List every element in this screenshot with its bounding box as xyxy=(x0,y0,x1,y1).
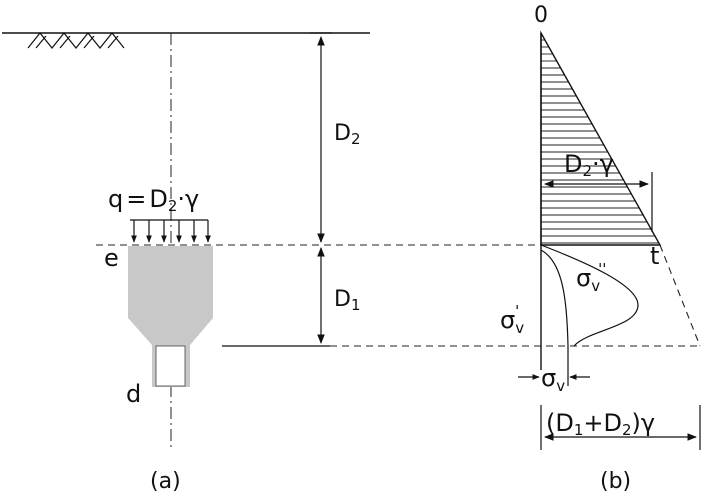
triangle-extension-line xyxy=(659,244,701,347)
dimension-d2-label: D2 xyxy=(334,121,361,148)
sigma-v-double-label: σv'' xyxy=(576,260,606,295)
surcharge-arrows xyxy=(130,219,211,243)
panel-b-caption: (b) xyxy=(600,469,631,494)
pile-body xyxy=(128,246,213,387)
stress-curve-inner xyxy=(540,249,569,347)
surcharge-label: q=D2·γ xyxy=(108,185,199,215)
stress-triangle-hatch xyxy=(541,39,659,244)
stress-curve-outer xyxy=(540,244,639,347)
panel-a: q=D2·γ e d D2 D1 (a) xyxy=(2,32,370,494)
dimension-d1-label: D1 xyxy=(334,287,361,314)
panel-a-caption: (a) xyxy=(150,469,181,494)
origin-label: 0 xyxy=(534,3,548,28)
width-label: D2·γ xyxy=(564,150,614,180)
overburden-stress-triangle xyxy=(540,30,662,246)
pile-tip-window xyxy=(155,345,186,387)
ground-hatch-icon xyxy=(27,32,125,49)
point-e-label: e xyxy=(104,244,119,272)
panel-b: 0 D2·γ t σv'' σv' σv xyxy=(500,3,701,494)
sigma-v-label: σv xyxy=(541,364,565,395)
point-d-label: d xyxy=(126,380,141,408)
point-t-label: t xyxy=(650,242,659,270)
sigma-v-prime-label: σv' xyxy=(500,302,524,337)
total-width-label: (D1+D2)γ xyxy=(546,409,655,439)
